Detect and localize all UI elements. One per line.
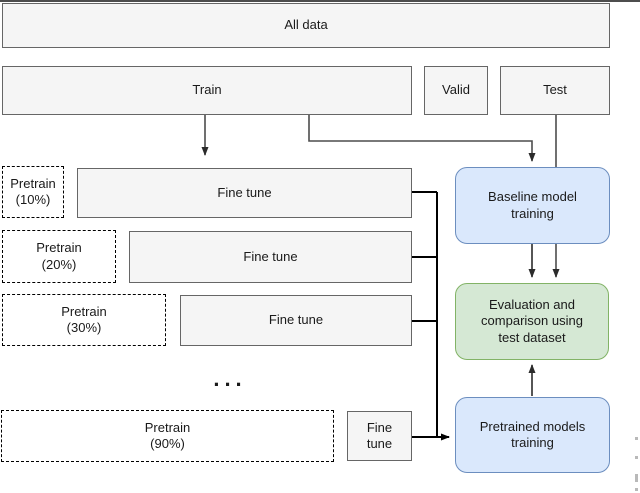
evaluation-box: Evaluation and comparison using test dat… (455, 283, 609, 360)
pretrain-20-box: Pretrain (20%) (2, 230, 116, 283)
pretrain-90-box: Pretrain (90%) (1, 410, 334, 462)
valid-box: Valid (424, 66, 488, 115)
arrow-train-to-baseline (308, 115, 536, 162)
finetune-30-box: Fine tune (180, 295, 412, 346)
rows-ellipsis: ... (213, 366, 247, 391)
top-crop-line (0, 0, 640, 2)
page-edge-artifact (635, 488, 638, 491)
pretrain-30-box: Pretrain (30%) (2, 294, 166, 346)
finetune-20-box: Fine tune (129, 231, 412, 283)
page-edge-artifact (635, 456, 638, 459)
page-edge-artifact (635, 474, 638, 482)
finetune-collector-line (412, 191, 438, 437)
baseline-training-box: Baseline model training (455, 167, 610, 244)
test-box: Test (500, 66, 610, 115)
train-box: Train (2, 66, 412, 115)
page-edge-artifact (635, 437, 638, 440)
pretrain-10-box: Pretrain (10%) (2, 166, 64, 218)
finetune-90-box: Fine tune (347, 411, 412, 461)
all-data-box: All data (2, 3, 610, 48)
finetune-10-box: Fine tune (77, 168, 412, 218)
pretrained-training-box: Pretrained models training (455, 397, 610, 473)
